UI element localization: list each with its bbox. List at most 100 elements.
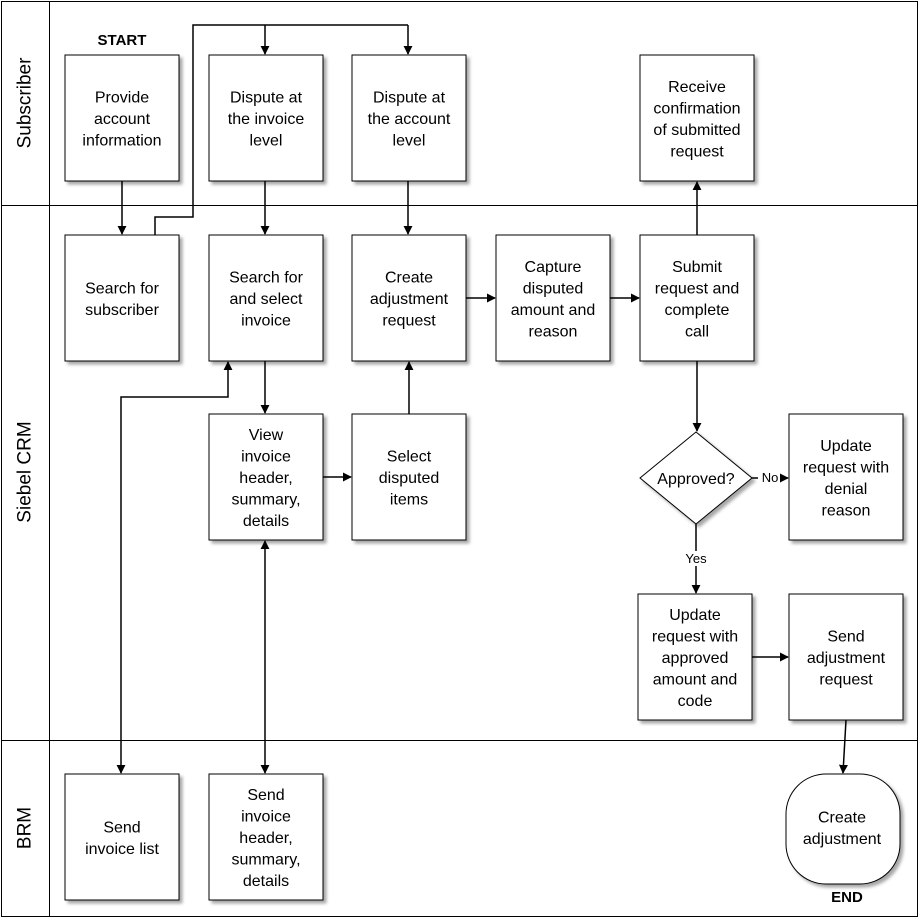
- lane-label-subscriber: Subscriber: [15, 57, 36, 148]
- edge-label-no: No: [762, 470, 779, 485]
- node-text-line: request with: [652, 629, 738, 646]
- node-update-approved-box: [637, 593, 753, 721]
- node-capture-disputed-box: [495, 234, 611, 362]
- node-text-line: code: [678, 693, 713, 710]
- node-text-line: header,: [239, 830, 292, 847]
- edge-label-yes: Yes: [685, 551, 707, 566]
- node-create-adjustment-terminal: [785, 773, 901, 885]
- node-search-subscriber: Search for subscriber: [85, 280, 159, 319]
- node-dispute-account-box: [351, 54, 467, 182]
- node-dispute-invoice-box: [208, 54, 324, 182]
- node-text-line: amount and: [653, 672, 738, 689]
- node-text-line: Send: [827, 629, 864, 646]
- node-text-line: details: [243, 513, 289, 530]
- node-text-line: amount and: [511, 302, 596, 319]
- node-approved: Approved?: [657, 471, 734, 488]
- node-text-line: approved: [662, 650, 729, 667]
- node-text-line: reason: [822, 502, 871, 519]
- node-receive-confirmation-box: [639, 54, 755, 182]
- node-text-line: complete: [665, 302, 730, 319]
- node-text-line: Create: [385, 270, 433, 287]
- node-text-line: disputed: [379, 470, 440, 487]
- node-search-invoice: Search for and select invoice: [229, 270, 303, 330]
- node-provide-account-box: [64, 54, 180, 182]
- node-dispute-invoice: Dispute at the invoice level: [228, 90, 305, 150]
- node-update-approved: Update request with approved amount and code: [652, 607, 738, 710]
- node-submit-request: Submit request and complete call: [655, 259, 740, 341]
- node-text-line: Receive: [668, 79, 726, 96]
- node-send-invoice-list: Send invoice list: [85, 819, 159, 858]
- node-text-line: Capture: [525, 259, 582, 276]
- node-text-line: View: [249, 427, 284, 444]
- node-dispute-account: Dispute at the account level: [368, 90, 451, 150]
- node-text-line: request: [382, 313, 436, 330]
- node-text-line: Dispute at: [373, 90, 446, 107]
- node-text-line: Update: [669, 607, 721, 624]
- node-text-line: the account: [368, 111, 451, 128]
- node-update-denial: Update request with denial reason: [803, 438, 889, 520]
- node-text-line: request: [819, 672, 873, 689]
- node-search-invoice-box: [208, 234, 324, 362]
- node-text-line: adjustment: [803, 831, 882, 848]
- node-text-line: disputed: [523, 280, 584, 297]
- node-create-adjustment-request: Create adjustment request: [370, 270, 449, 330]
- node-provide-account: Provide account information: [82, 90, 161, 150]
- node-send-invoice-list-box: [64, 773, 180, 901]
- node-text-line: Search for: [85, 280, 159, 297]
- node-text-line: Provide: [95, 90, 149, 107]
- node-text-line: adjustment: [370, 291, 449, 308]
- node-text-line: Select: [387, 449, 432, 466]
- node-send-adjustment-box: [788, 593, 904, 721]
- node-text-line: Dispute at: [230, 90, 303, 107]
- node-text-line: and select: [230, 291, 303, 308]
- node-text-line: Submit: [672, 259, 722, 276]
- node-text-line: subscriber: [85, 302, 159, 319]
- node-text-line: Search for: [229, 270, 303, 287]
- node-select-disputed-box: [351, 413, 467, 541]
- node-submit-request-box: [639, 234, 755, 362]
- node-create-adjustment: Create adjustment: [803, 809, 882, 848]
- node-text-line: Approved?: [657, 471, 734, 488]
- node-text-line: call: [685, 323, 709, 340]
- lane-label-siebel-crm: Siebel CRM: [15, 421, 36, 522]
- node-update-denial-box: [788, 413, 904, 541]
- node-view-invoice: View invoice header, summary, details: [231, 427, 300, 530]
- node-text-line: information: [82, 133, 161, 150]
- node-send-adjustment: Send adjustment request: [807, 629, 886, 689]
- node-text-line: Update: [820, 438, 872, 455]
- node-search-subscriber-box: [64, 234, 180, 362]
- node-text-line: denial: [825, 481, 868, 498]
- node-text-line: reason: [529, 323, 578, 340]
- node-text-line: request with: [803, 459, 889, 476]
- lane-label-brm: BRM: [15, 807, 36, 849]
- node-text-line: confirmation: [653, 100, 740, 117]
- node-text-line: of submitted: [653, 122, 740, 139]
- start-label: START: [98, 32, 147, 49]
- node-text-line: adjustment: [807, 650, 886, 667]
- node-text-line: details: [243, 873, 289, 890]
- node-text-line: level: [393, 133, 426, 150]
- node-text-line: level: [250, 133, 283, 150]
- node-text-line: Create: [818, 809, 866, 826]
- connectors: [116, 24, 848, 774]
- node-text-line: the invoice: [228, 111, 305, 128]
- node-text-line: request and: [655, 280, 740, 297]
- node-text-line: request: [670, 143, 724, 160]
- node-text-line: invoice list: [85, 841, 159, 858]
- end-label: END: [831, 889, 863, 906]
- node-create-adjustment-request-box: [351, 234, 467, 362]
- node-text-line: invoice: [241, 313, 291, 330]
- node-text-line: header,: [239, 470, 292, 487]
- node-text-line: invoice: [241, 809, 291, 826]
- node-text-line: Send: [103, 819, 140, 836]
- node-receive-confirmation: Receive confirmation of submitted request: [653, 79, 740, 161]
- node-text-line: summary,: [231, 492, 300, 509]
- node-text-line: invoice: [241, 449, 291, 466]
- node-send-invoice-header-box: [208, 773, 324, 901]
- node-text-line: account: [94, 111, 151, 128]
- node-text-line: summary,: [231, 852, 300, 869]
